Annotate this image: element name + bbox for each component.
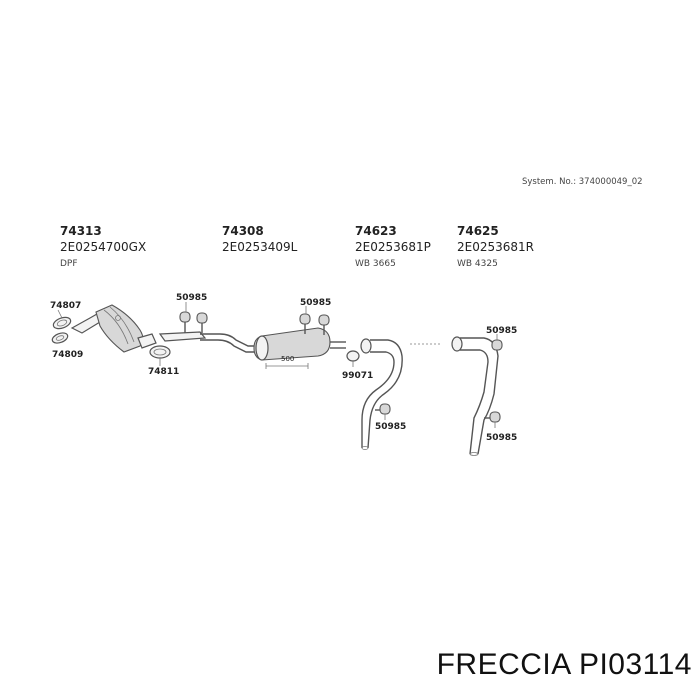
clamp-99071-drawing bbox=[346, 350, 360, 367]
gasket-74809-drawing bbox=[51, 332, 69, 344]
label-74807: 74807 bbox=[50, 301, 81, 311]
part-74313-heading: 74313 2E0254700GX DPF bbox=[60, 224, 146, 269]
rear-pipe-74623-drawing bbox=[360, 338, 403, 450]
clamp-74811-drawing bbox=[149, 345, 171, 366]
part-note: WB 4325 bbox=[457, 259, 498, 269]
part-number: 2E0253681P bbox=[355, 240, 431, 254]
part-number: 2E0253409L bbox=[222, 240, 298, 254]
label-99071: 99071 bbox=[342, 371, 373, 381]
part-code: 74625 bbox=[457, 224, 499, 238]
label-74809: 74809 bbox=[52, 350, 83, 360]
part-74625-heading: 74625 2E0253681R WB 4325 bbox=[457, 224, 534, 269]
hanger-50985-b-drawing bbox=[299, 306, 330, 335]
hanger-50985-a-drawing bbox=[179, 302, 208, 333]
rear-pipe-74625-drawing bbox=[451, 336, 499, 456]
system-number: System. No.: 374000049_02 bbox=[522, 177, 643, 187]
hanger-50985-d-drawing bbox=[491, 334, 503, 351]
part-74623-heading: 74623 2E0253681P WB 3665 bbox=[355, 224, 431, 269]
gasket-74807-drawing bbox=[52, 309, 72, 330]
dimension-500: 500 bbox=[281, 355, 294, 363]
brand-part-number: FRECCIA PI03114 bbox=[436, 648, 692, 681]
label-74811: 74811 bbox=[148, 367, 179, 377]
label-50985-a: 50985 bbox=[176, 293, 207, 303]
part-number: 2E0254700GX bbox=[60, 240, 146, 254]
front-pipe-74308-drawing bbox=[158, 327, 346, 369]
label-50985-c: 50985 bbox=[375, 422, 406, 432]
label-50985-e: 50985 bbox=[486, 433, 517, 443]
part-code: 74623 bbox=[355, 224, 397, 238]
part-code: 74308 bbox=[222, 224, 264, 238]
part-number: 2E0253681R bbox=[457, 240, 534, 254]
label-50985-d: 50985 bbox=[486, 326, 517, 336]
part-code: 74313 bbox=[60, 224, 102, 238]
hanger-50985-c-drawing bbox=[375, 403, 391, 420]
dpf-74313-drawing bbox=[70, 304, 157, 353]
hanger-50985-e-drawing bbox=[484, 411, 501, 428]
part-note: WB 3665 bbox=[355, 259, 396, 269]
part-74308-heading: 74308 2E0253409L bbox=[222, 224, 298, 254]
label-50985-b: 50985 bbox=[300, 298, 331, 308]
part-note: DPF bbox=[60, 259, 78, 269]
